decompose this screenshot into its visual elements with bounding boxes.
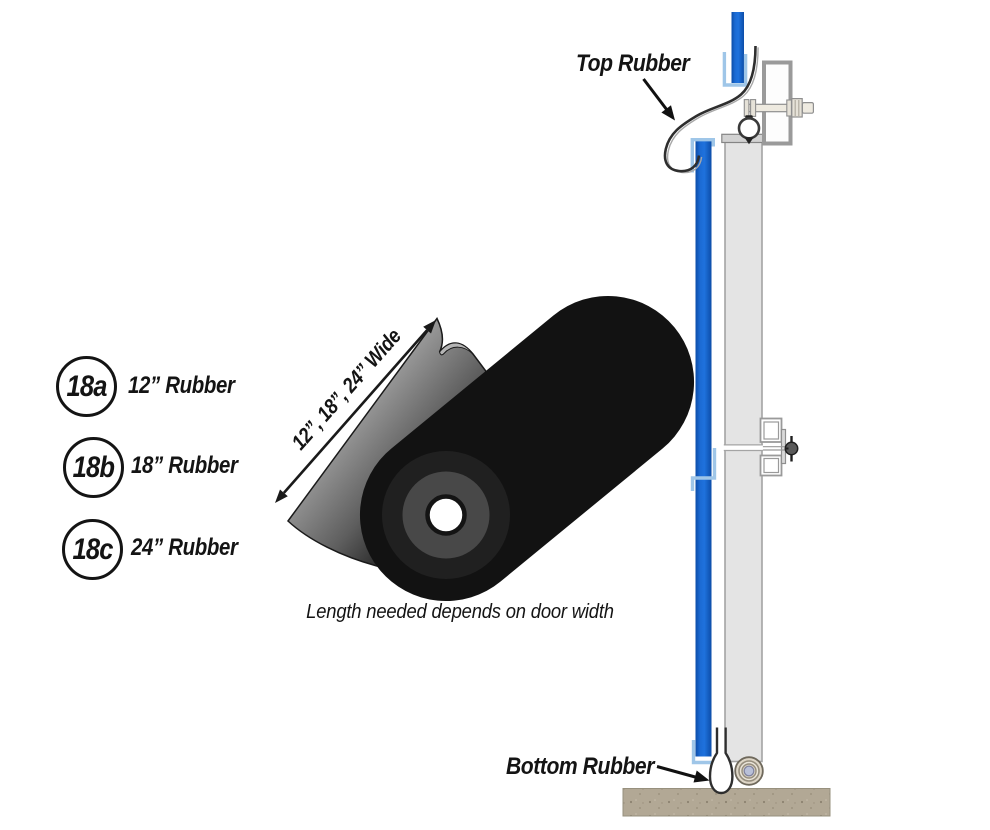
- bottom-rubber-label: Bottom Rubber: [506, 753, 654, 780]
- part-badge-18c: 18c: [62, 519, 123, 580]
- bottom-roller: [734, 756, 764, 786]
- bottom-rubber-loop: [708, 727, 734, 795]
- side-strip-top-bracket: [690, 138, 715, 173]
- door-cross-section: [622, 12, 831, 817]
- concrete-floor: [622, 788, 831, 817]
- part-id-18a: 18a: [66, 369, 107, 403]
- width-arrow: [275, 320, 436, 503]
- door-panel: [724, 140, 763, 763]
- rubber-roll-illustration: [275, 295, 695, 602]
- side-strip-mid-bracket: [690, 448, 717, 491]
- part-label-24in: 24” Rubber: [131, 534, 238, 561]
- side-rubber-strip: [695, 140, 712, 757]
- sheet-curl: [438, 342, 474, 356]
- top-bracket-plate: [762, 60, 793, 146]
- part-id-18c: 18c: [72, 532, 113, 566]
- roll-caption: Length needed depends on door width: [306, 601, 614, 623]
- part-badge-18b: 18b: [63, 437, 124, 498]
- top-rubber-curve: [663, 45, 757, 173]
- panel-seam-gap: [723, 445, 763, 451]
- top-rubber-label: Top Rubber: [576, 50, 690, 77]
- top-roller: [737, 115, 761, 145]
- bottom-rubber-arrow: [656, 765, 710, 783]
- header-strip-bracket: [722, 52, 748, 87]
- part-badge-18a: 18a: [56, 356, 117, 417]
- mid-hinge-bracket: [759, 417, 799, 477]
- top-rubber-curve-shadow: [666, 47, 759, 174]
- top-rubber-arrow: [642, 78, 675, 121]
- part-id-18b: 18b: [72, 450, 115, 484]
- roll-core-hole: [425, 494, 467, 536]
- side-strip-bottom-bracket: [691, 740, 715, 765]
- header-blue-strip: [731, 12, 744, 83]
- part-label-18in: 18” Rubber: [131, 452, 238, 479]
- part-label-12in: 12” Rubber: [128, 372, 235, 399]
- top-bracket-bolt: [743, 97, 815, 118]
